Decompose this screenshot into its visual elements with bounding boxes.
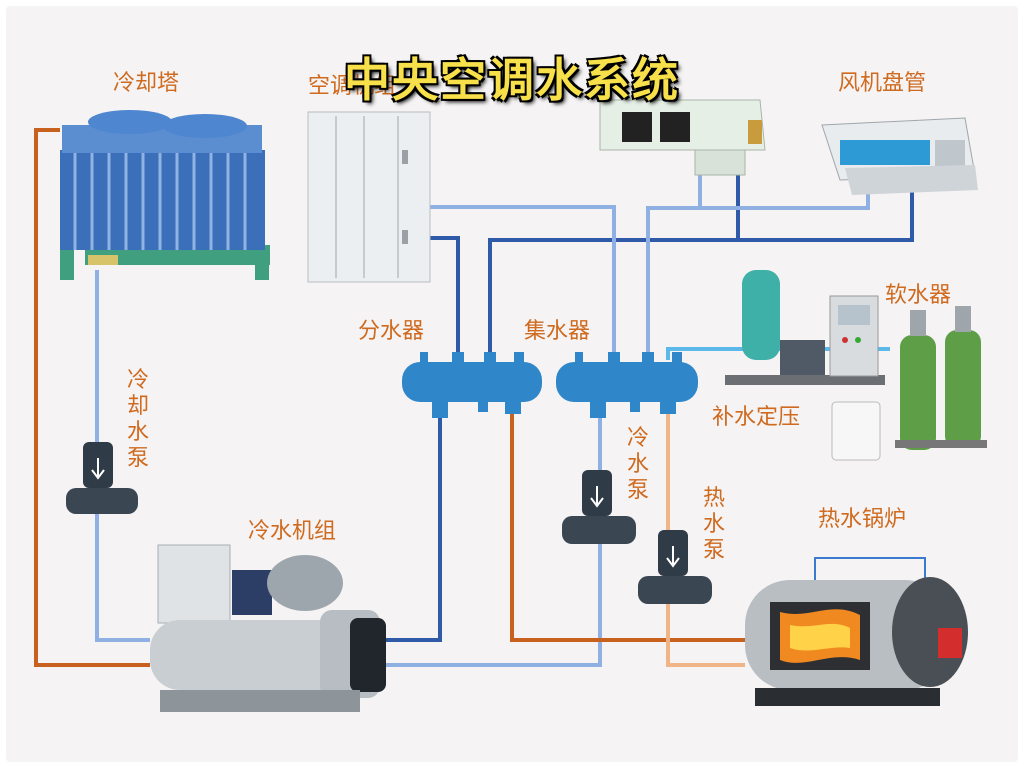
label-chiller: 冷水机组 xyxy=(248,519,337,544)
cooling-tower xyxy=(60,110,270,280)
label-cooling-tower: 冷却塔 xyxy=(113,71,180,96)
brine-tank xyxy=(831,401,881,461)
diagram-title: 中央空调水系统 xyxy=(344,53,680,107)
cooling-water-pump xyxy=(66,442,138,514)
label-cooling-water-pump: 冷却水泵 xyxy=(126,368,149,471)
label-chilled-water-pump: 冷水泵 xyxy=(626,426,649,503)
chiller-unit xyxy=(150,544,386,712)
water-divider xyxy=(402,352,542,418)
water-softener xyxy=(895,306,987,450)
label-water-divider: 分水器 xyxy=(358,319,425,344)
fan-coil-unit xyxy=(821,117,978,195)
label-water-softener: 软水器 xyxy=(885,283,952,308)
label-makeup-pressure: 补水定压 xyxy=(712,405,801,430)
divider-to-air-handler-pipe xyxy=(430,236,460,360)
return-from-air-handler-pipe xyxy=(430,205,616,360)
air-handling-unit xyxy=(599,99,766,176)
cooling-return-pipe xyxy=(95,270,150,642)
label-water-collector: 集水器 xyxy=(524,319,591,344)
divider-to-fancoil-pipe xyxy=(488,185,914,360)
hot-water-pump xyxy=(638,530,712,604)
label-hot-water-pump: 热水泵 xyxy=(702,486,725,563)
cooling-hot-pipe xyxy=(34,128,150,667)
hot-water-boiler xyxy=(745,557,968,706)
chilled-water-pump xyxy=(562,470,636,544)
chilled-supply-pipe xyxy=(380,410,442,642)
label-fan-coil: 风机盘管 xyxy=(838,71,927,96)
air-handler-cabinet xyxy=(307,111,431,283)
water-collector xyxy=(556,352,698,418)
makeup-pressure-unit xyxy=(725,270,885,385)
hot-return-pipe xyxy=(666,410,745,667)
label-boiler: 热水锅炉 xyxy=(818,507,907,532)
label-air-handler: 空调机组 xyxy=(308,74,397,99)
